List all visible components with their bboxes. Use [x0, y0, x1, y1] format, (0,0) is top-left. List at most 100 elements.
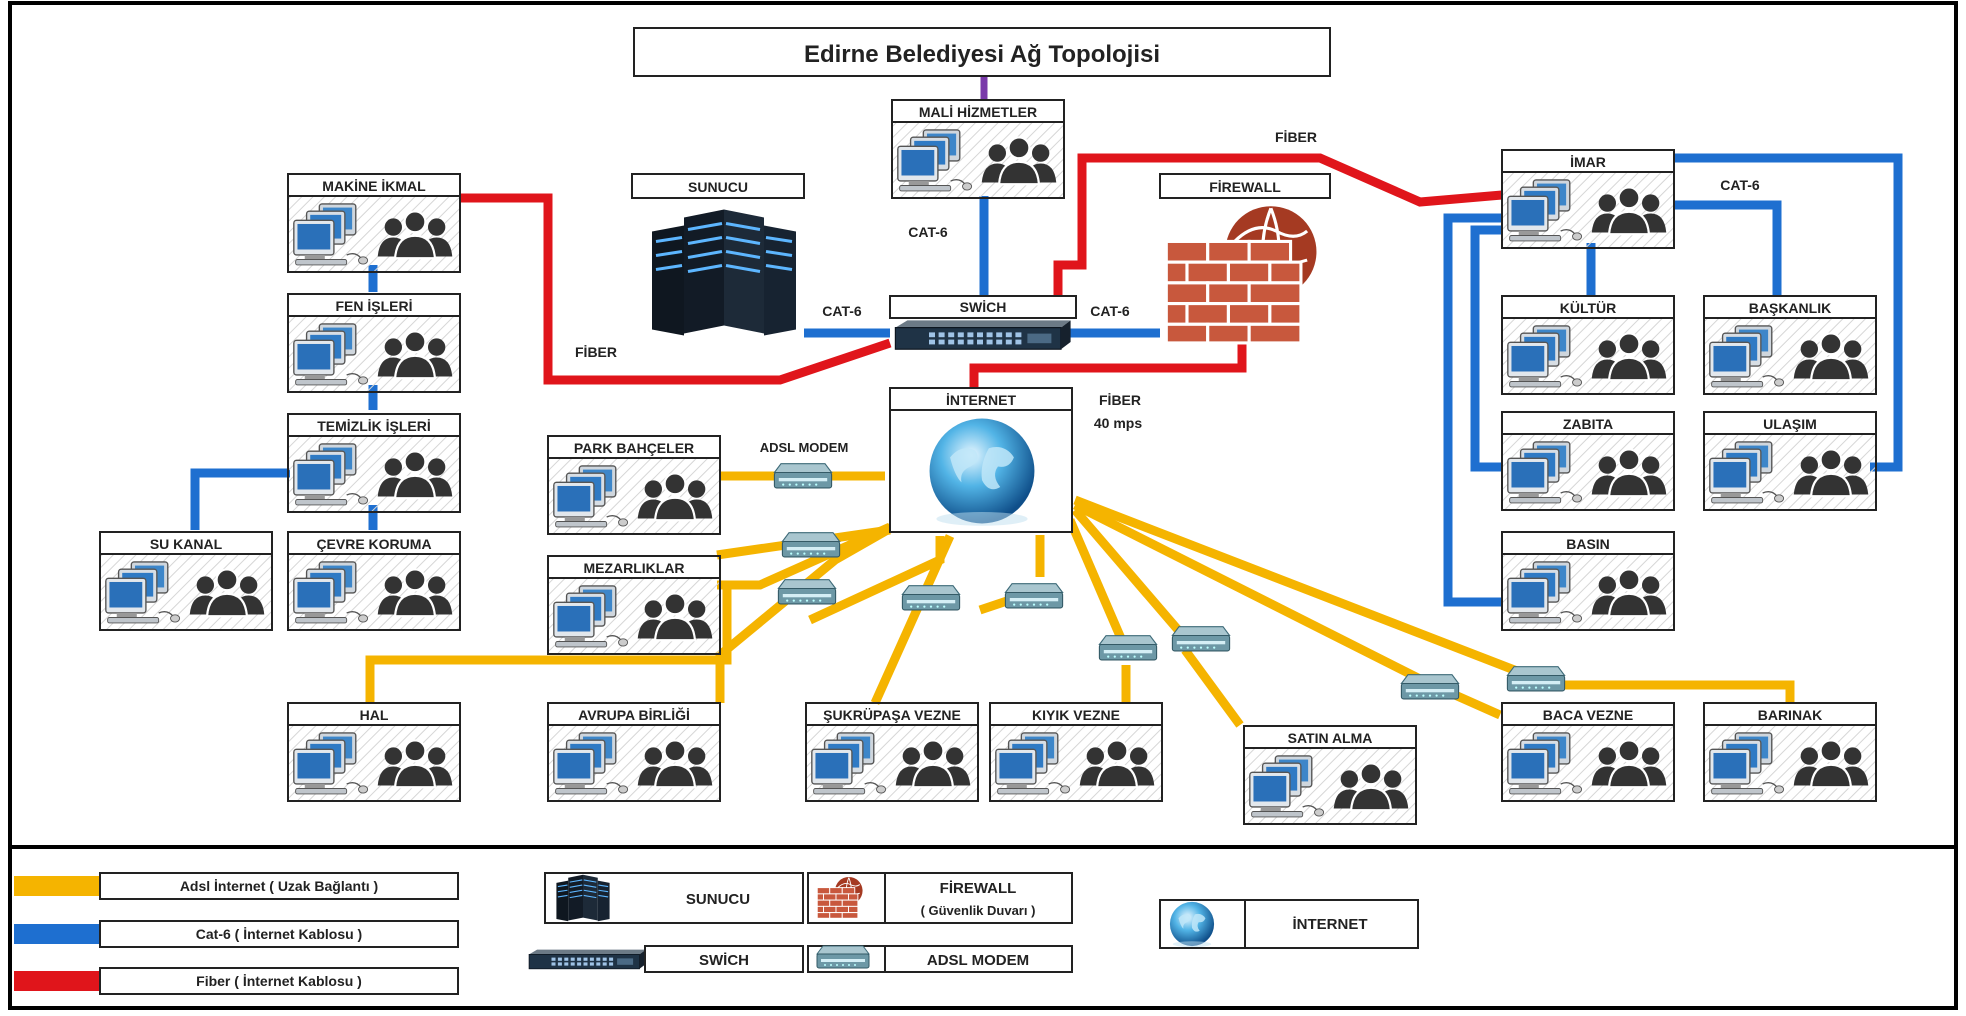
- server-label-box: [631, 173, 805, 199]
- department-mali: MALİ HİZMETLER: [891, 99, 1065, 199]
- department-label: BARINAK: [1758, 707, 1823, 723]
- legend-firewall-label-2: ( Güvenlik Duvarı ): [921, 903, 1036, 918]
- department-label: BAŞKANLIK: [1749, 300, 1831, 316]
- adsl-modem-icon: [1004, 583, 1064, 609]
- department-sukru: ŞUKRÜPAŞA VEZNE: [805, 702, 979, 802]
- switch-label: SWİCH: [960, 299, 1007, 315]
- switch-icon: [894, 319, 1072, 350]
- cable-barinak-b: [1535, 680, 1795, 703]
- cat6-cables: [190, 153, 1903, 607]
- firewall-icon: [1164, 204, 1319, 345]
- legend-modem-label: ADSL MODEM: [927, 952, 1029, 969]
- legend-internet-label: İNTERNET: [1293, 916, 1368, 933]
- adsl-modem-icon: [1171, 626, 1231, 652]
- legend-switch-label: SWİCH: [699, 952, 749, 969]
- department-box: [1501, 531, 1675, 631]
- department-su: SU KANAL: [99, 531, 273, 631]
- cable-imar-ulasim: [1675, 153, 1903, 472]
- department-box: [1703, 295, 1877, 395]
- firewall-label-box: [1159, 173, 1331, 199]
- department-temizlik: TEMİZLİK İŞLERİ: [287, 413, 461, 513]
- department-label: KIYIK VEZNE: [1032, 707, 1120, 723]
- fiber-speed-label-1: FİBER: [1099, 392, 1141, 408]
- title-box: [633, 27, 1331, 77]
- department-label: MAKİNE İKMAL: [322, 178, 426, 194]
- department-barinak: BARINAK: [1703, 702, 1877, 802]
- cable-baca-a: [1072, 500, 1431, 688]
- department-hal: HAL: [287, 702, 461, 802]
- legend-adsl-label: Adsl İnternet ( Uzak Bağlantı ): [180, 878, 378, 894]
- cable-barinak-a: [1073, 495, 1537, 683]
- department-fen: FEN İŞLERİ: [287, 293, 461, 393]
- department-label: ZABITA: [1563, 416, 1613, 432]
- cable-satin-a: [1071, 507, 1189, 641]
- adsl-modem-icon: [777, 579, 837, 605]
- department-box: [805, 702, 979, 802]
- department-box: [287, 702, 461, 802]
- department-label: TEMİZLİK İŞLERİ: [317, 418, 431, 434]
- department-box: [1703, 411, 1877, 511]
- adsl-cables: [365, 471, 1795, 728]
- department-label: SATIN ALMA: [1288, 730, 1373, 746]
- cable-satin-b: [1181, 647, 1244, 728]
- adsl-modem-icon: [901, 585, 961, 611]
- adsl-modem-icon: [816, 945, 870, 969]
- department-box: [547, 555, 721, 655]
- department-imar: İMAR: [1501, 149, 1675, 249]
- department-label: BACA VEZNE: [1543, 707, 1634, 723]
- department-cevre: ÇEVRE KORUMA: [287, 531, 461, 631]
- cat6-left-label: CAT-6: [822, 303, 862, 319]
- department-box: [1703, 702, 1877, 802]
- department-label: FEN İŞLERİ: [335, 298, 412, 314]
- server-icon: [555, 874, 611, 922]
- department-box: [989, 702, 1163, 802]
- department-ulasim: ULAŞIM: [1703, 411, 1877, 511]
- adsl-modem-icon: [781, 532, 841, 558]
- switch-icon: [528, 949, 647, 970]
- department-baca: BACA VEZNE: [1501, 702, 1675, 802]
- department-label: SU KANAL: [150, 536, 223, 552]
- cable-temizlik-su: [190, 468, 290, 530]
- fiber-left-label: FİBER: [575, 344, 617, 360]
- department-box: [1501, 149, 1675, 249]
- department-box: [547, 435, 721, 535]
- department-box: [1501, 702, 1675, 802]
- outer-frame: [8, 1, 1958, 1010]
- department-label: PARK BAHÇELER: [574, 440, 694, 456]
- department-label: MEZARLIKLAR: [583, 560, 684, 576]
- department-box: [891, 99, 1065, 199]
- cable-makine-switch: [460, 193, 892, 385]
- legend-cat6-label: Cat-6 ( İnternet Kablosu ): [196, 926, 362, 942]
- department-mezar: MEZARLIKLAR: [547, 555, 721, 655]
- diagram-title: Edirne Belediyesi Ağ Topolojisi: [804, 41, 1160, 68]
- adsl-modem-icon: [1506, 666, 1566, 692]
- legend-firewall-label-1: FİREWALL: [940, 880, 1017, 897]
- department-label: ÇEVRE KORUMA: [316, 536, 431, 552]
- server-label: SUNUCU: [688, 179, 748, 195]
- firewall-label: FİREWALL: [1209, 179, 1281, 195]
- cat6-imar-label: CAT-6: [1720, 177, 1760, 193]
- adsl-modem-icon: [773, 463, 833, 489]
- department-avrupa: AVRUPA BİRLİĞİ: [547, 702, 721, 802]
- department-label: ŞUKRÜPAŞA VEZNE: [823, 707, 961, 723]
- cable-hal: [365, 585, 732, 703]
- cable-imar-baskan: [1675, 200, 1782, 295]
- department-label: İMAR: [1570, 154, 1606, 170]
- legend: Adsl İnternet ( Uzak Bağlantı ) Cat-6 ( …: [14, 872, 1419, 995]
- department-kultur: KÜLTÜR: [1501, 295, 1675, 395]
- cable-kiyik: [1065, 518, 1131, 652]
- department-label: BASIN: [1566, 536, 1610, 552]
- legend-fiber-label: Fiber ( İnternet Kablosu ): [196, 973, 362, 989]
- internet-label: İNTERNET: [946, 392, 1016, 408]
- cable-switch-imar: [1053, 153, 1503, 296]
- department-box: [287, 293, 461, 393]
- legend-switch-box: [644, 945, 804, 973]
- cable-avrupa-a: [715, 516, 908, 703]
- adsl-modem-icon: [1098, 635, 1158, 661]
- legend-server-label: SUNUCU: [686, 891, 750, 908]
- department-park: PARK BAHÇELER: [547, 435, 721, 535]
- department-label: MALİ HİZMETLER: [919, 104, 1037, 120]
- departments: MALİ HİZMETLER MAKİNE İKMAL FEN İŞLERİ TEMİ…: [99, 99, 1877, 825]
